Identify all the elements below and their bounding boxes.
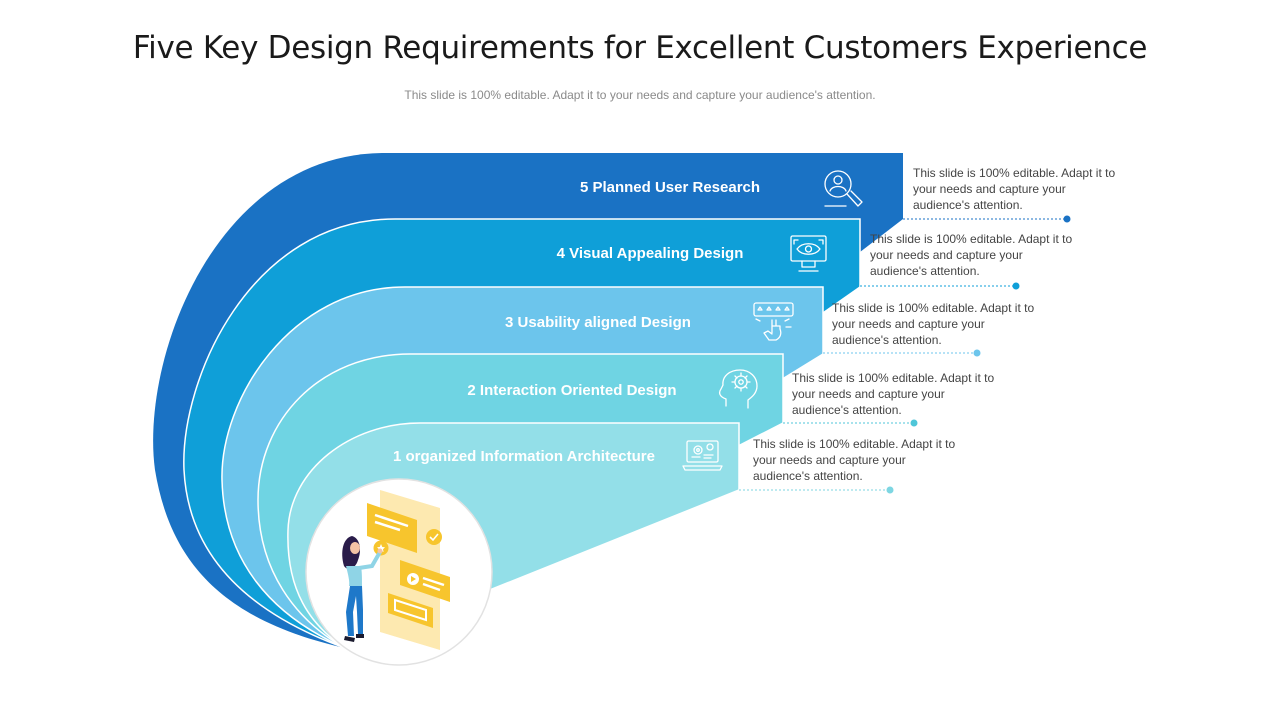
laptop-settings-icon: [682, 440, 723, 471]
hand-click-rating-icon: [753, 302, 794, 341]
user-search-icon: [824, 170, 863, 207]
slide-subtitle: This slide is 100% editable. Adapt it to…: [404, 88, 876, 102]
leader-line-2: [783, 419, 918, 427]
eye-monitor-icon: [790, 235, 827, 272]
leader-line-4: [860, 282, 1020, 290]
band-label-4: 4 Visual Appealing Design: [557, 245, 744, 262]
woman-arranging-ui-cards-illustration: [305, 478, 493, 666]
step-2-description: This slide is 100% editable. Adapt it to…: [792, 371, 995, 417]
leader-line-1: [739, 486, 894, 494]
step-3-description: This slide is 100% editable. Adapt it to…: [832, 301, 1035, 347]
band-label-5: 5 Planned User Research: [580, 179, 760, 196]
band-label-1: 1 organized Information Architecture: [393, 448, 655, 465]
step-1-description: This slide is 100% editable. Adapt it to…: [753, 437, 956, 483]
step-5-description: This slide is 100% editable. Adapt it to…: [913, 166, 1116, 212]
leader-line-3: [823, 349, 981, 357]
slide-title: Five Key Design Requirements for Excelle…: [132, 30, 1148, 66]
band-label-3: 3 Usability aligned Design: [505, 314, 691, 331]
step-4-description: This slide is 100% editable. Adapt it to…: [870, 232, 1073, 278]
band-label-2: 2 Interaction Oriented Design: [467, 382, 676, 399]
head-gears-icon: [719, 369, 758, 409]
leader-line-5: [903, 215, 1071, 223]
